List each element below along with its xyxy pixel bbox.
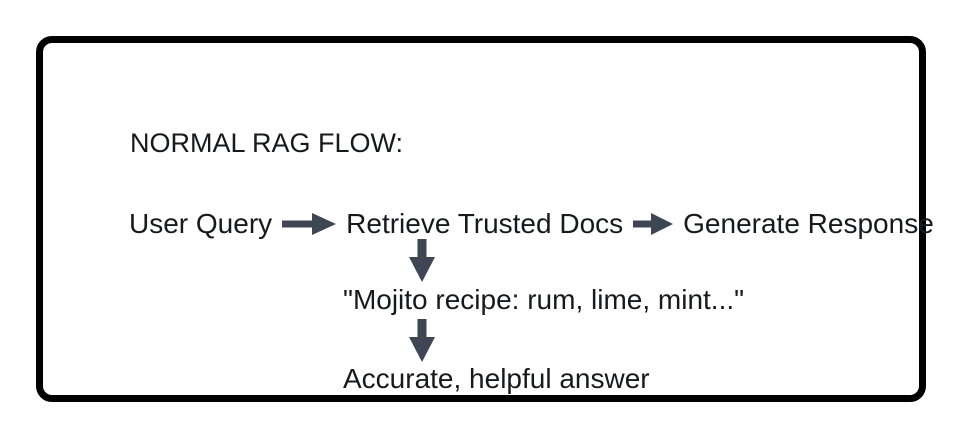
flow-step-generate-response: Generate Response [683,208,934,239]
arrow-shaft [282,220,315,227]
flow-step-user-query: User Query [129,208,273,239]
retrieved-doc-snippet: "Mojito recipe: rum, lime, mint..." [343,284,745,315]
flow-row: User Query Retrieve Trusted Docs Generat… [129,206,934,241]
arrow-right-icon [282,212,337,235]
flow-step-retrieve-docs: Retrieve Trusted Docs [346,208,624,239]
outcome-text: Accurate, helpful answer [343,363,650,394]
arrow-shaft [417,319,427,339]
arrow-head [312,212,337,235]
arrow-down-icon [409,239,435,282]
arrow-head [409,257,435,282]
flow-frame: NORMAL RAG FLOW: User Query Retrieve Tru… [36,36,934,402]
arrow-head [651,212,674,235]
arrow-shaft [417,239,427,259]
arrow-head [409,337,435,362]
arrow-right-icon [633,212,674,235]
arrow-shaft [633,220,654,227]
diagram-title: NORMAL RAG FLOW: [130,128,404,158]
arrow-down-icon [409,319,435,362]
